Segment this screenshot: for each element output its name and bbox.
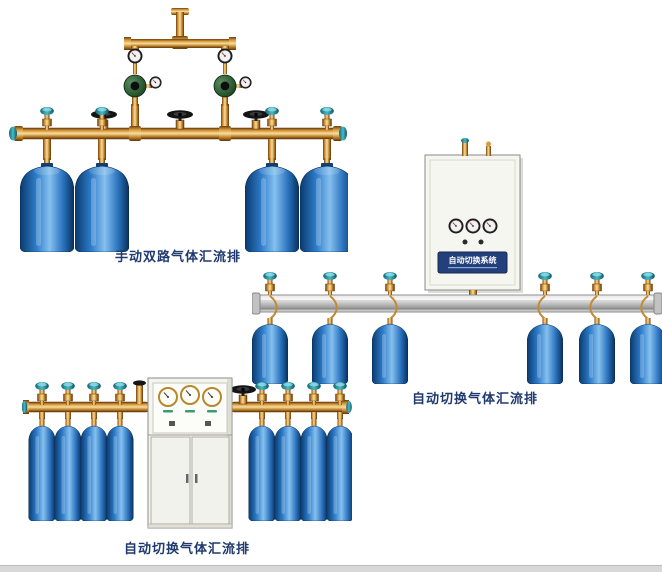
end-cap — [346, 401, 352, 413]
end-cap — [9, 126, 17, 141]
control-cabinet — [147, 377, 233, 529]
cylinder-valve-cap — [255, 381, 269, 405]
handwheel-valve — [166, 109, 194, 130]
cylinder-valve-cap — [61, 381, 75, 405]
figure-auto-switch-manifold-wall: 自动切换系统 — [252, 138, 662, 384]
gas-cylinder — [75, 158, 129, 252]
handwheel-valve — [229, 384, 257, 405]
cylinder-valve-cap — [263, 271, 277, 295]
cabinet-gauge — [202, 387, 222, 407]
indicator-light — [462, 239, 468, 245]
handwheel-valve — [242, 109, 270, 130]
gas-cylinder — [106, 418, 134, 521]
gas-cylinder — [527, 318, 563, 384]
pigtail-tubes — [269, 295, 649, 320]
cylinder-valve-cap — [323, 271, 337, 295]
cabinet-gauge — [465, 218, 481, 234]
cabinet-switch — [169, 421, 175, 426]
cylinder-drop-necks — [39, 412, 343, 419]
gas-cylinder — [248, 418, 276, 521]
cylinder-valve-cap — [307, 381, 321, 405]
gas-cylinder — [28, 418, 56, 521]
gas-cylinder — [579, 318, 615, 384]
cylinder-valve-cap — [87, 381, 101, 405]
manifold-rail — [252, 292, 662, 315]
cylinder-valve-cap — [40, 106, 54, 130]
cabinet-gauge — [448, 218, 464, 234]
cabinet-gauge — [482, 218, 498, 234]
end-cap — [22, 401, 28, 413]
indicator-light — [478, 239, 484, 245]
control-cabinet: 自动切换系统 — [424, 138, 523, 298]
gas-cylinder — [80, 418, 108, 521]
gas-cylinder — [54, 418, 82, 521]
figure-manual-dual-manifold — [9, 8, 348, 252]
gas-cylinder — [372, 318, 408, 384]
cabinet-door-left — [150, 436, 191, 525]
product-caption: 自动切换气体汇流排 — [411, 392, 538, 407]
cylinder-valve-cap — [538, 271, 552, 295]
pressure-regulator — [124, 49, 162, 107]
gas-cylinder — [274, 418, 302, 521]
cabinet-door-right — [191, 436, 230, 525]
cabinet-label: 自动切换系统 — [449, 255, 497, 265]
door-handle — [195, 474, 198, 483]
product-caption: 手动双路气体汇流排 — [114, 250, 241, 265]
cylinder-valve-cap — [265, 106, 279, 130]
cylinder-valve-cap — [641, 271, 655, 295]
pressure-regulator — [214, 49, 252, 107]
riser-valve-wheel — [133, 380, 146, 386]
bottom-edge-strip — [0, 565, 662, 572]
cylinder-valve-cap — [590, 271, 604, 295]
cabinet-switch — [205, 421, 211, 426]
product-caption: 自动切换气体汇流排 — [123, 542, 250, 557]
cylinder-valve-cap — [35, 381, 49, 405]
cabinet-gauge — [158, 387, 178, 407]
gas-cylinder — [630, 318, 662, 384]
cylinder-valve-cap — [113, 381, 127, 405]
manifold-header-pipe — [9, 126, 347, 141]
end-cap — [339, 126, 347, 141]
cylinder-drop-pipes — [43, 139, 331, 160]
cylinder-valve-cap — [383, 271, 397, 295]
cylinder-valve-cap — [320, 106, 334, 130]
door-handle — [186, 474, 189, 483]
gas-cylinder — [326, 418, 352, 521]
cylinder-valve-cap — [281, 381, 295, 405]
figure-auto-switch-manifold-floor — [22, 377, 352, 529]
cabinet-gauge — [180, 385, 200, 405]
gas-cylinder — [300, 418, 328, 521]
gas-cylinder — [20, 158, 74, 252]
